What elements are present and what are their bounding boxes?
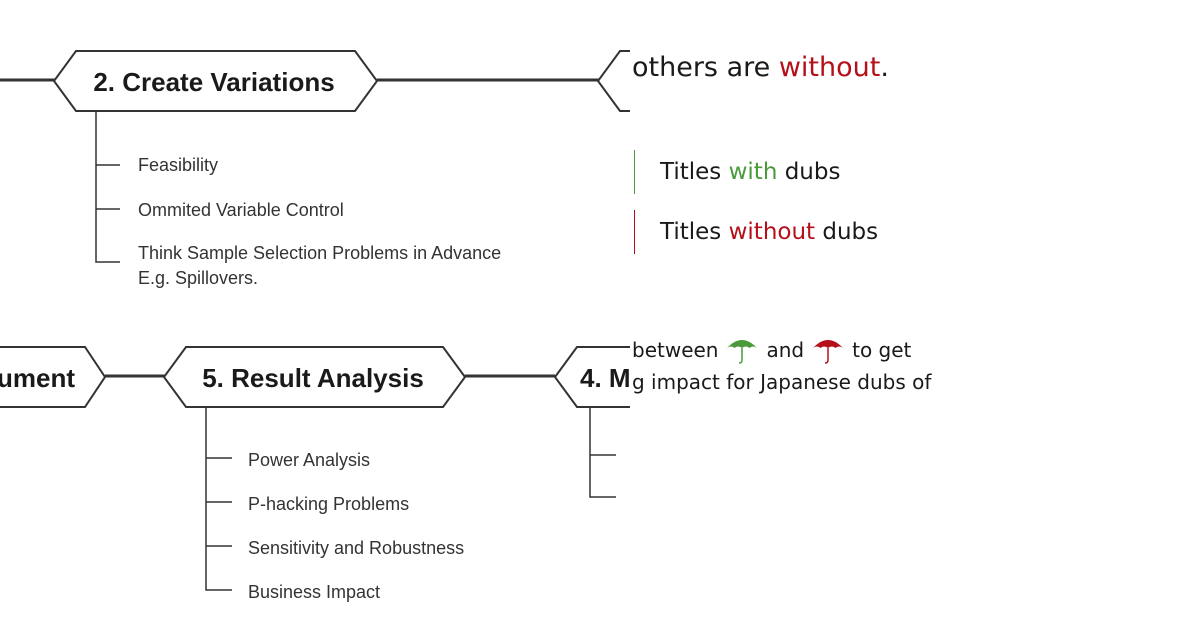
- legend-label: Titles without dubs: [660, 219, 879, 245]
- legend-highlight-without: without: [728, 219, 816, 245]
- item-power-analysis: Power Analysis: [248, 450, 370, 470]
- node-result-analysis: 5. Result Analysis: [162, 346, 467, 408]
- partial-tree-right: [589, 407, 616, 498]
- item-business-impact: Business Impact: [248, 582, 380, 602]
- legend-bar-green: [634, 150, 635, 194]
- node-partial-right-top: [596, 50, 630, 112]
- green-umbrella-icon: [727, 340, 758, 364]
- node-label: 2. Create Variations: [93, 67, 334, 97]
- node-create-variations: 2. Create Variations: [52, 50, 379, 112]
- paragraph-line-2: g impact for Japanese dubs of: [632, 370, 932, 394]
- result-analysis-tree: Power Analysis P-hacking Problems Sensit…: [205, 407, 464, 602]
- legend-with-dubs: Titles with dubs: [630, 150, 840, 194]
- node-partial-left: ument: [0, 346, 107, 408]
- item-feasibility: Feasibility: [138, 155, 218, 175]
- top-sentence-highlight: without: [778, 52, 881, 83]
- item-spillovers: E.g. Spillovers.: [138, 268, 258, 288]
- top-sentence-end: .: [880, 52, 889, 83]
- legend-without-dubs: Titles without dubs: [630, 210, 878, 254]
- slide-panel: others are without. Titles with dubs Tit…: [630, 0, 1200, 630]
- item-sensitivity: Sensitivity and Robustness: [248, 538, 464, 558]
- legend-bar-red: [634, 210, 635, 254]
- mind-map-svg: 2. Create Variations Feasibility Ommited…: [0, 50, 630, 602]
- node-label: 4. M: [580, 363, 630, 393]
- legend-label: Titles with dubs: [660, 159, 841, 185]
- item-p-hacking: P-hacking Problems: [248, 494, 409, 514]
- node-label: 5. Result Analysis: [202, 363, 424, 393]
- legend-highlight-with: with: [728, 159, 778, 185]
- item-omitted-variable-control: Ommited Variable Control: [138, 200, 344, 220]
- top-sentence: others are without.: [632, 52, 889, 83]
- item-sample-selection: Think Sample Selection Problems in Advan…: [138, 243, 501, 263]
- node-partial-right-bottom: 4. M: [553, 346, 630, 408]
- mind-map-diagram: 2. Create Variations Feasibility Ommited…: [0, 50, 630, 602]
- paragraph-line-1: between and to get: [632, 338, 912, 364]
- create-variations-tree: Feasibility Ommited Variable Control Thi…: [95, 111, 501, 288]
- node-label: ument: [0, 363, 75, 393]
- red-umbrella-icon: [813, 340, 844, 364]
- top-sentence-text: others are: [632, 52, 779, 83]
